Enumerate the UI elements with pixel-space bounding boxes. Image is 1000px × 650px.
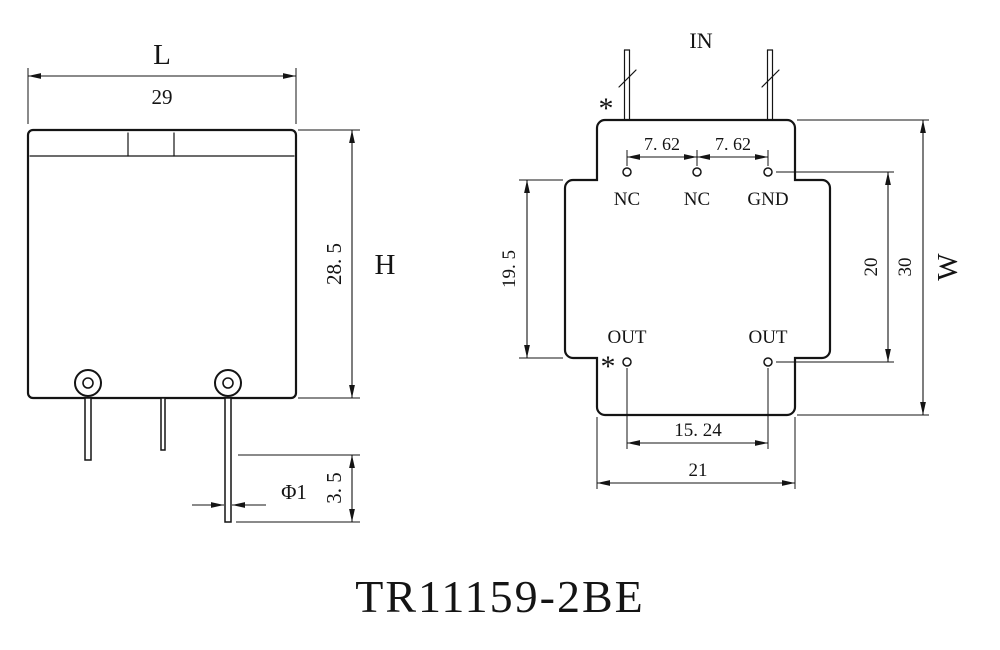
dim-pin-protrusion: 3. 5	[236, 454, 360, 523]
dim-pin-diameter-value: Φ1	[281, 480, 307, 504]
dim-overall-height: 30 W	[797, 119, 964, 416]
pad-out-2	[763, 357, 773, 367]
pin-side-left	[84, 397, 92, 461]
transformer-body-outline	[26, 128, 298, 400]
pin1-marker-bottom: *	[601, 350, 616, 383]
pad-nc-1	[622, 167, 632, 177]
bottom-view-body-outline	[563, 118, 832, 417]
pad-label-out-1: OUT	[607, 327, 646, 348]
bottom-view: IN * NC NC GND OUT OUT *	[563, 28, 832, 417]
pad-gnd	[763, 167, 773, 177]
dim-overall-width-value: 21	[689, 460, 708, 481]
dim-overall-width: 21	[596, 417, 796, 489]
pad-nc-2	[692, 167, 702, 177]
dim-height-letter: H	[375, 249, 396, 281]
dim-height: 28. 5 H	[298, 129, 396, 399]
pad-out-1	[622, 357, 632, 367]
dim-row-spacing-value: 20	[861, 258, 882, 277]
in-label: IN	[689, 28, 712, 53]
dim-top-pitch: 7. 62 7. 62	[626, 134, 769, 166]
dim-length: L 29	[27, 39, 297, 124]
pin-boss-left	[74, 369, 102, 397]
dim-pin-protrusion-value: 3. 5	[322, 472, 346, 504]
pin-boss-right	[214, 369, 242, 397]
pin-side-long	[224, 397, 232, 523]
pin-boss-right-inner	[222, 377, 234, 389]
pad-label-nc-1: NC	[614, 189, 640, 210]
pad-label-gnd: GND	[747, 189, 788, 210]
dim-out-pitch: 15. 24	[626, 368, 769, 449]
dim-pin-diameter: Φ1	[192, 480, 307, 508]
input-lead-right	[761, 49, 780, 121]
pin-boss-left-inner	[82, 377, 94, 389]
dim-inner-span-value: 19. 5	[499, 250, 520, 288]
dim-length-letter: L	[153, 39, 171, 71]
dim-inner-span: 19. 5	[499, 179, 563, 359]
part-number: TR11159-2BE	[355, 571, 644, 622]
dim-height-value: 28. 5	[322, 243, 346, 285]
pad-label-nc-2: NC	[684, 189, 710, 210]
dim-length-value: 29	[152, 85, 173, 109]
break-mark	[618, 69, 637, 88]
dim-out-pitch-value: 15. 24	[674, 420, 722, 441]
dim-overall-height-value: 30	[895, 258, 916, 277]
dim-pitch-right-value: 7. 62	[715, 134, 751, 154]
side-view	[26, 128, 298, 523]
pin-side-middle	[160, 397, 166, 451]
dim-pitch-left-value: 7. 62	[644, 134, 680, 154]
dim-width-letter: W	[932, 253, 964, 281]
dim-row-spacing: 20	[776, 171, 894, 363]
break-mark	[761, 69, 780, 88]
input-lead-left	[618, 49, 637, 121]
pad-label-out-2: OUT	[748, 327, 787, 348]
pin1-marker-top: *	[599, 92, 614, 125]
